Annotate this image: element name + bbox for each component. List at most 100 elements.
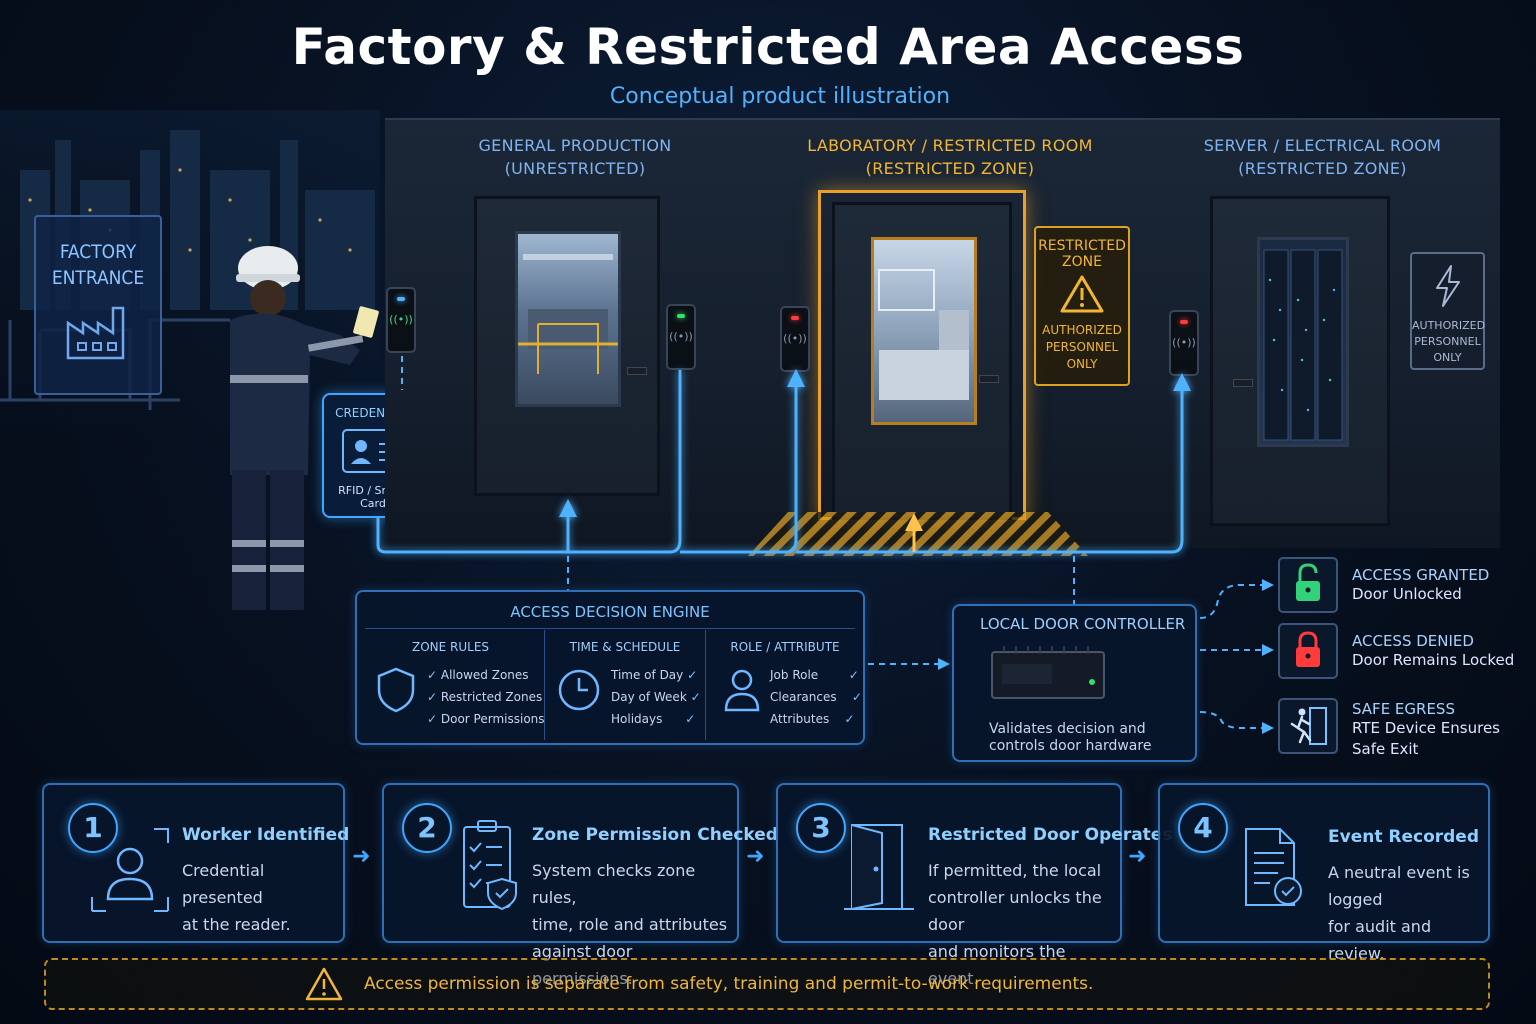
reader-led-blue (397, 297, 405, 301)
time-schedule-title: TIME & SCHEDULE (569, 640, 681, 654)
step-3-restricted-door-operates: 3 Restricted Door Operates If permitted,… (776, 783, 1172, 988)
role-attribute-title: ROLE / ATTRIBUTE (730, 640, 840, 654)
outcome-access-granted: ACCESS GRANTED Door Unlocked (1352, 566, 1490, 603)
check-icon: ✓ (683, 668, 698, 682)
check-icon: ✓ (427, 690, 441, 704)
reader-led-red (1180, 320, 1188, 324)
step-description: Credential presented at the reader. (182, 861, 291, 934)
schedule-item: Day of Week ✓ (611, 690, 701, 704)
lock-icon (1296, 631, 1320, 667)
door-handle-laboratory[interactable] (979, 375, 999, 383)
arrow-right-icon: ➜ (352, 844, 371, 869)
step-1-worker-identified: 1 Worker Identified Credential presented… (42, 783, 349, 943)
schedule-item: Time of Day ✓ (611, 668, 698, 682)
entrance-sign-line2: ENTRANCE (51, 267, 145, 289)
safety-notice-banner: Access permission is separate from safet… (44, 958, 1490, 1010)
zone-server-room-title: SERVER / ELECTRICAL ROOM (RESTRICTED ZON… (1180, 134, 1465, 180)
safe-egress-icon-box (1278, 698, 1338, 754)
access-decision-engine-panel: ACCESS DECISION ENGINE ZONE RULES ✓ Allo… (355, 590, 865, 745)
laboratory-interior-illustration (878, 269, 969, 400)
zone-laboratory-title: LABORATORY / RESTRICTED ROOM (RESTRICTED… (790, 134, 1110, 180)
zone-rule-item: ✓ Restricted Zones (427, 690, 543, 704)
check-icon: ✓ (427, 668, 441, 682)
warning-triangle-icon (1060, 275, 1104, 313)
outcome-access-denied: ACCESS DENIED Door Remains Locked (1352, 632, 1515, 669)
page-title: Factory & Restricted Area Access (291, 18, 1245, 76)
step-description: System checks zone rules, time, role and… (532, 861, 728, 988)
restricted-sign-line2: ZONE (1062, 254, 1102, 270)
clock-icon (558, 669, 600, 711)
card-reader-entrance[interactable]: ((•)) (386, 287, 416, 353)
engine-title: ACCESS DECISION ENGINE (510, 603, 710, 621)
rfid-symbol-icon: ((•)) (1172, 336, 1196, 349)
outcome-safe-egress: SAFE EGRESS RTE Device Ensures Safe Exit (1352, 700, 1500, 758)
engine-divider (365, 628, 855, 629)
door-laboratory[interactable] (832, 202, 1012, 520)
door-handle-production[interactable] (627, 367, 647, 375)
restricted-sign-line5: ONLY (1066, 357, 1098, 371)
engine-col-role-attribute: ROLE / ATTRIBUTE Job Role ✓ Clearances ✓… (706, 640, 864, 726)
access-granted-icon-box (1278, 557, 1338, 613)
engine-col-zone-rules: ZONE RULES ✓ Allowed Zones ✓ Restricted … (357, 640, 545, 726)
zone2-title-line1: LABORATORY / RESTRICTED ROOM (807, 136, 1093, 155)
exit-icon (1290, 707, 1327, 745)
factory-entrance-sign: FACTORY ENTRANCE (34, 215, 162, 395)
door-handle-server[interactable] (1233, 379, 1253, 387)
user-icon (724, 669, 760, 712)
check-icon: ✓ (836, 690, 862, 704)
lightning-bolt-icon (1435, 265, 1460, 307)
safety-notice-text: Access permission is separate from safet… (364, 974, 1094, 994)
step-title: Worker Identified (182, 825, 350, 845)
step-4-event-recorded: 4 Event Recorded A neutral event is logg… (1158, 783, 1490, 963)
step-number: 2 (402, 803, 452, 853)
rfid-symbol-icon: ((•)) (783, 332, 807, 345)
server-racks-illustration (1263, 249, 1343, 441)
local-door-controller-panel: LOCAL DOOR CONTROLLER Validates decision… (952, 604, 1197, 762)
user-scan-icon (91, 828, 169, 912)
step-number: 4 (1178, 803, 1228, 853)
arrow-right-icon: ➜ (1128, 844, 1147, 869)
reader-led-red (791, 316, 799, 320)
shield-icon (377, 667, 415, 713)
restricted-sign-line1: RESTRICTED (1038, 238, 1126, 254)
step-description: If permitted, the local controller unloc… (928, 861, 1102, 988)
controller-description: Validates decision and controls door har… (989, 721, 1152, 754)
card-reader-production[interactable]: ((•)) (666, 304, 696, 370)
door-window-laboratory (871, 237, 977, 425)
rfid-symbol-icon: ((•)) (669, 330, 693, 343)
role-item: Clearances ✓ (770, 690, 862, 704)
auth-sign-line2: PERSONNEL (1414, 335, 1481, 348)
reader-led-green (677, 314, 685, 318)
step-title: Event Recorded (1328, 827, 1479, 847)
door-general-production[interactable] (474, 196, 660, 496)
step-number: 3 (796, 803, 846, 853)
checklist-icon (463, 820, 517, 911)
worker-figure (230, 246, 379, 610)
document-check-icon (1245, 828, 1302, 906)
engine-col-time-schedule: TIME & SCHEDULE Time of Day ✓ Day of Wee… (545, 640, 705, 726)
check-icon: ✓ (829, 712, 855, 726)
zone1-title-line2: (UNRESTRICTED) (504, 159, 646, 178)
zone-general-production-title: GENERAL PRODUCTION (UNRESTRICTED) (440, 134, 710, 180)
role-item: Job Role ✓ (770, 668, 859, 682)
schedule-item: Holidays ✓ (611, 712, 696, 726)
page-subtitle: Conceptual product illustration (609, 84, 951, 109)
zone1-title-line1: GENERAL PRODUCTION (478, 136, 672, 155)
step-description: A neutral event is logged for audit and … (1328, 863, 1470, 963)
door-server-room[interactable] (1210, 196, 1390, 526)
check-icon: ✓ (662, 712, 696, 726)
zone-rule-item: ✓ Door Permissions (427, 712, 545, 726)
arrow-right-icon: ➜ (746, 844, 765, 869)
card-reader-server[interactable]: ((•)) (1169, 310, 1199, 376)
factory-icon (66, 306, 125, 360)
warning-triangle-icon (305, 967, 343, 1001)
zone3-title-line2: (RESTRICTED ZONE) (1238, 159, 1407, 178)
step-title: Restricted Door Operates (928, 825, 1173, 845)
controller-title: LOCAL DOOR CONTROLLER (980, 615, 1186, 633)
restricted-sign-line3: AUTHORIZED (1042, 323, 1122, 337)
entrance-sign-line1: FACTORY (59, 241, 137, 263)
restricted-sign-line4: PERSONNEL (1045, 340, 1119, 354)
card-reader-laboratory[interactable]: ((•)) (780, 306, 810, 372)
authorized-personnel-sign: AUTHORIZED PERSONNEL ONLY (1410, 252, 1485, 370)
step-number: 1 (68, 803, 118, 853)
